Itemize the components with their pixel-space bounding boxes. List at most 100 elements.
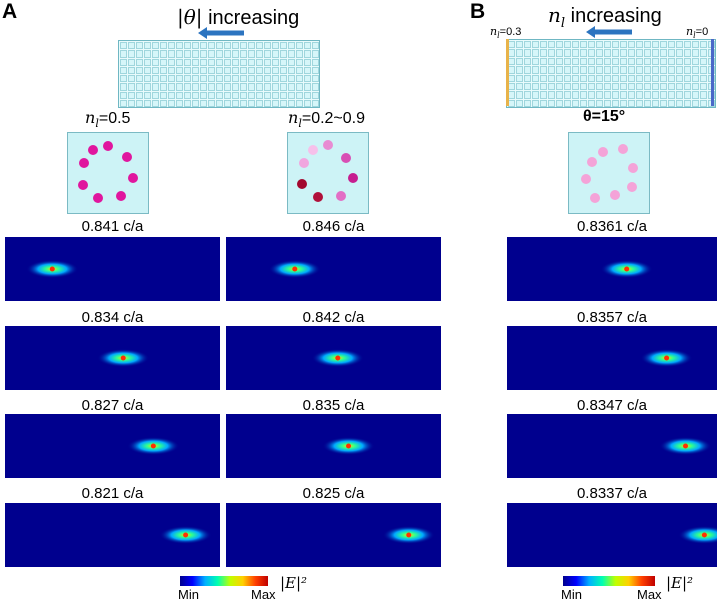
lattice-cell	[184, 66, 191, 74]
lattice-cell	[612, 82, 619, 91]
lattice-cell	[692, 49, 699, 57]
lattice-cell	[296, 75, 303, 83]
freq-b-4: 0.8337 c/a	[576, 485, 648, 502]
lattice-cell	[128, 66, 135, 74]
lattice-cell	[256, 75, 263, 83]
freq-a1-1: 0.841 c/a	[81, 218, 144, 235]
lattice-cell	[524, 57, 531, 66]
lattice-cell	[604, 57, 611, 66]
lattice-cell	[588, 41, 595, 49]
lattice-cell	[700, 74, 707, 82]
freq-a1-4: 0.821 c/a	[81, 485, 144, 502]
lattice-cell	[176, 66, 183, 74]
lattice-cell	[224, 58, 231, 66]
lattice-cell	[636, 91, 643, 99]
left-edge-label: nl=0.3	[490, 25, 522, 41]
lattice-cell	[572, 49, 579, 57]
lattice-cell	[152, 50, 159, 58]
lattice-cell	[700, 66, 707, 74]
lattice-cell	[216, 91, 223, 99]
lattice-cell	[160, 83, 167, 91]
panel-label-a: A	[2, 0, 18, 23]
colorbar-a-min: Min	[178, 587, 199, 602]
lattice-cell	[516, 41, 523, 49]
lattice-cell	[620, 57, 627, 66]
lattice-cell	[272, 66, 279, 74]
lattice-cell	[548, 91, 555, 99]
lattice-cell	[144, 75, 151, 83]
lattice-cell	[280, 42, 287, 50]
lattice-cell	[304, 66, 311, 74]
lattice-cell	[256, 99, 263, 107]
lattice-cell	[612, 91, 619, 99]
lattice-cell	[136, 83, 143, 91]
lattice-cell	[524, 66, 531, 74]
lattice-cell	[176, 83, 183, 91]
lattice-cell	[548, 49, 555, 57]
lattice-cell	[152, 42, 159, 50]
panel-a-title-suffix: increasing	[208, 7, 300, 29]
lattice-cell	[588, 57, 595, 66]
panel-label-b: B	[470, 0, 486, 23]
lattice-cell	[208, 66, 215, 74]
unit-cell-graded	[287, 132, 369, 214]
lattice-cell	[684, 49, 691, 57]
freq-a1-3: 0.827 c/a	[81, 397, 144, 414]
lattice-cell	[312, 83, 319, 91]
lattice-cell	[272, 91, 279, 99]
lattice-cell	[192, 83, 199, 91]
lattice-cell	[516, 99, 523, 107]
lattice-cell	[224, 66, 231, 74]
lattice-cell	[620, 82, 627, 91]
field-peak	[624, 266, 630, 272]
lattice-cell	[660, 82, 667, 91]
field-peak	[292, 266, 298, 272]
lattice-cell	[168, 42, 175, 50]
lattice-cell	[288, 75, 295, 83]
lattice-cell	[272, 58, 279, 66]
lattice-cell	[700, 82, 707, 91]
field-map-b-1	[507, 237, 717, 301]
lattice-cell	[280, 66, 287, 74]
lattice-cell	[256, 66, 263, 74]
lattice-cell	[532, 74, 539, 82]
lattice-cell	[240, 83, 247, 91]
col2-nl-label: nl=0.2~0.9	[288, 108, 366, 131]
lattice-cell	[540, 41, 547, 49]
lattice-cell	[296, 58, 303, 66]
lattice-schematic-b	[506, 39, 716, 108]
lattice-cell	[144, 83, 151, 91]
lattice-cell	[692, 99, 699, 107]
lattice-cell	[272, 99, 279, 107]
lattice-cell	[200, 42, 207, 50]
lattice-cell	[152, 75, 159, 83]
lattice-cell	[524, 74, 531, 82]
lattice-cell	[532, 82, 539, 91]
lattice-cell	[620, 74, 627, 82]
lattice-cell	[136, 58, 143, 66]
lattice-cell	[572, 66, 579, 74]
lattice-cell	[120, 50, 127, 58]
lattice-cell	[168, 91, 175, 99]
lattice-cell	[652, 49, 659, 57]
lattice-cell	[564, 99, 571, 107]
lattice-cell	[636, 82, 643, 91]
field-map-a1-3	[5, 414, 220, 478]
lattice-cell	[556, 91, 563, 99]
lattice-cell	[264, 42, 271, 50]
lattice-cell	[288, 58, 295, 66]
lattice-cell	[604, 82, 611, 91]
lattice-cell	[248, 75, 255, 83]
lattice-cell	[676, 41, 683, 49]
lattice-cell	[304, 83, 311, 91]
lattice-cell	[516, 66, 523, 74]
lattice-cell	[168, 75, 175, 83]
lattice-cell	[264, 58, 271, 66]
lattice-cell	[524, 49, 531, 57]
lattice-cell	[692, 91, 699, 99]
lattice-cell	[596, 57, 603, 66]
lattice-cell	[524, 41, 531, 49]
lattice-cell	[652, 91, 659, 99]
lattice-cell	[224, 83, 231, 91]
lattice-cell	[668, 66, 675, 74]
